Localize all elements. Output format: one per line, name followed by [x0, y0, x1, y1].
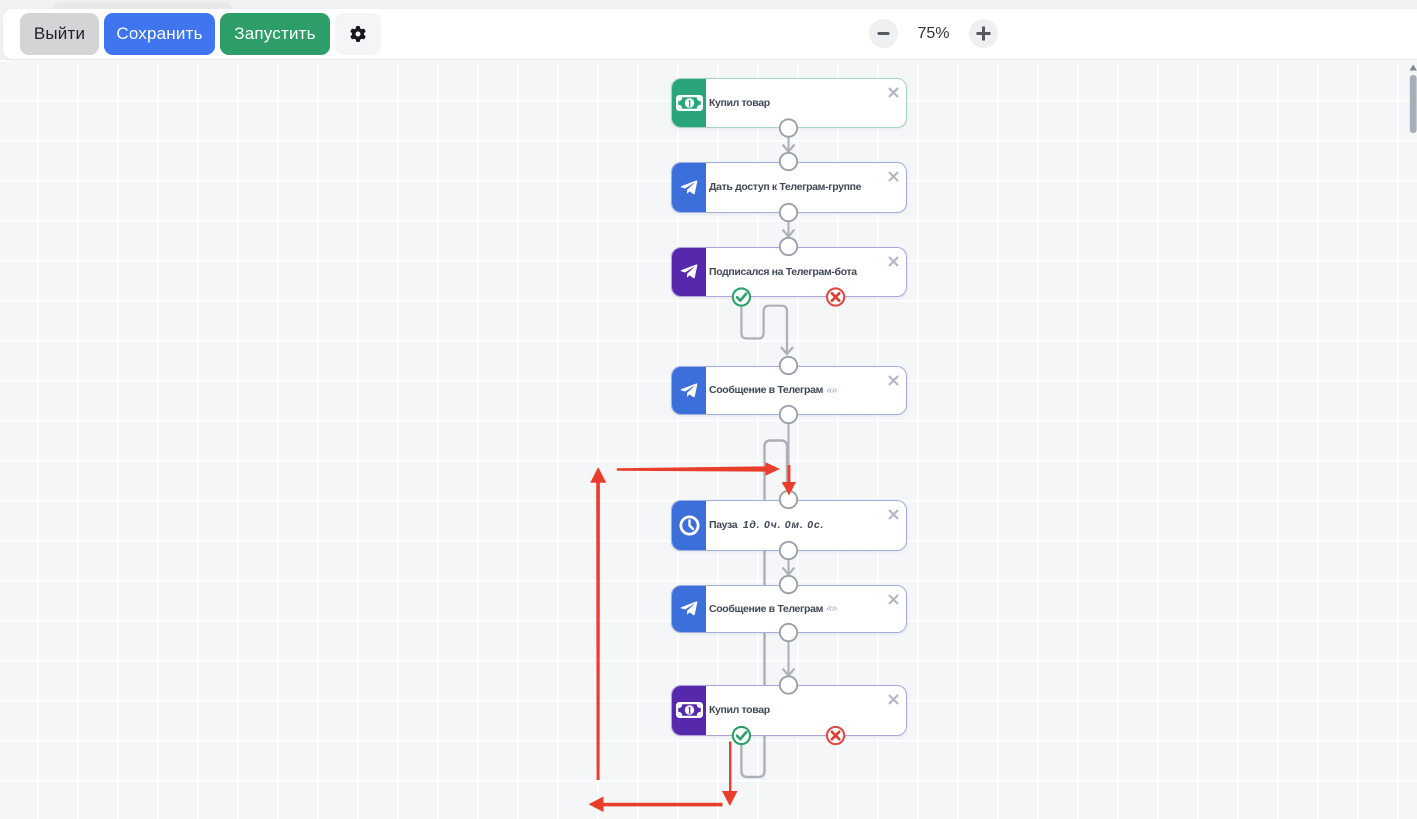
svg-text:1: 1 — [687, 98, 692, 108]
svg-text:1: 1 — [687, 706, 692, 716]
